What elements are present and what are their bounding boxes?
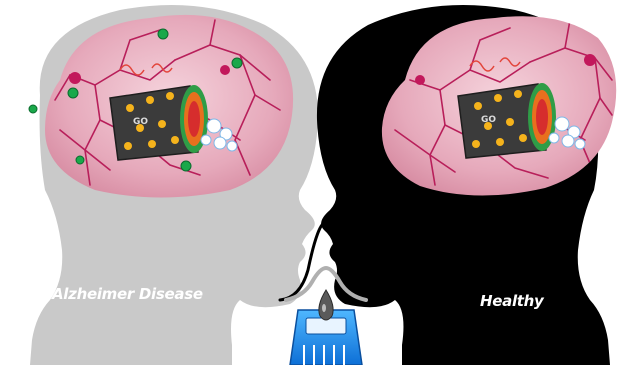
alzheimer-disease-label: Alzheimer Disease — [52, 285, 203, 303]
svg-text:GO: GO — [481, 115, 496, 125]
healthy-label: Healthy — [480, 292, 544, 310]
svg-text:GO: GO — [133, 117, 148, 127]
